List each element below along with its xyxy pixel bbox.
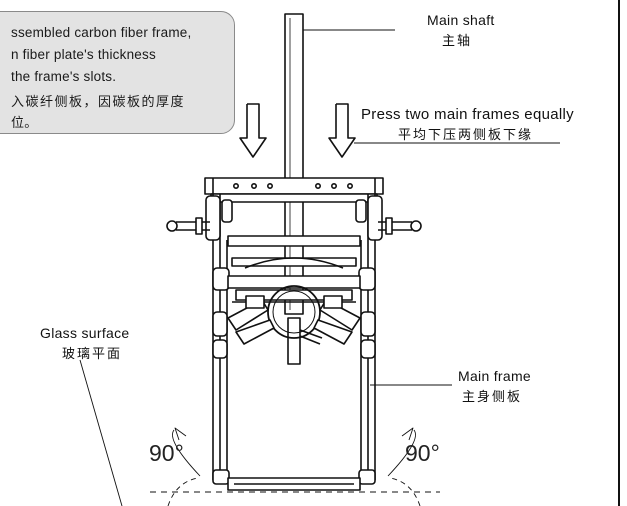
arm-left [166,217,210,235]
gimbal-assembly [227,285,361,345]
angle-label-left: 90° [149,440,184,466]
angle-arrowhead-right [401,427,414,441]
note-line-4: 入碳纤侧板，因碳板的厚度 [11,95,186,110]
note-line-3: the frame's slots. [11,69,117,84]
main-frame-label-en: Main frame [458,368,532,384]
note-line-2: n fiber plate's thickness [11,47,156,62]
main-frame-label-zh: 主身侧板 [462,390,523,405]
note-line-1: ssembled carbon fiber frame, [11,25,192,40]
glass-surface-label-en: Glass surface [40,325,130,341]
glass-arc-right [389,477,421,506]
arm-right [378,217,422,235]
glass-surface-label-zh: 玻璃平面 [62,347,123,362]
angle-label-right: 90° [405,440,440,466]
angle-arc-left [172,429,201,477]
main-shaft-label-en: Main shaft [427,12,495,28]
press-arrow-right [328,103,560,158]
main-frame-left [205,178,233,485]
bottom-crossbar [227,477,361,491]
main-frame-right [355,178,383,485]
press-instruction-en: Press two main frames equally [361,106,574,123]
angle-arc-right [387,429,416,477]
main-shaft-label-zh: 主轴 [442,34,473,49]
glass-arc-left [167,477,199,506]
glass-surface-leader [79,359,123,506]
note-line-5: 位。 [11,116,38,131]
press-instruction-zh: 平均下压两侧板下缘 [398,128,534,143]
instruction-note-box: ssembled carbon fiber frame, n fiber pla… [0,11,235,134]
angle-arrowhead-left [174,427,187,441]
top-crossbar [204,177,384,203]
press-arrow-left [239,103,267,158]
